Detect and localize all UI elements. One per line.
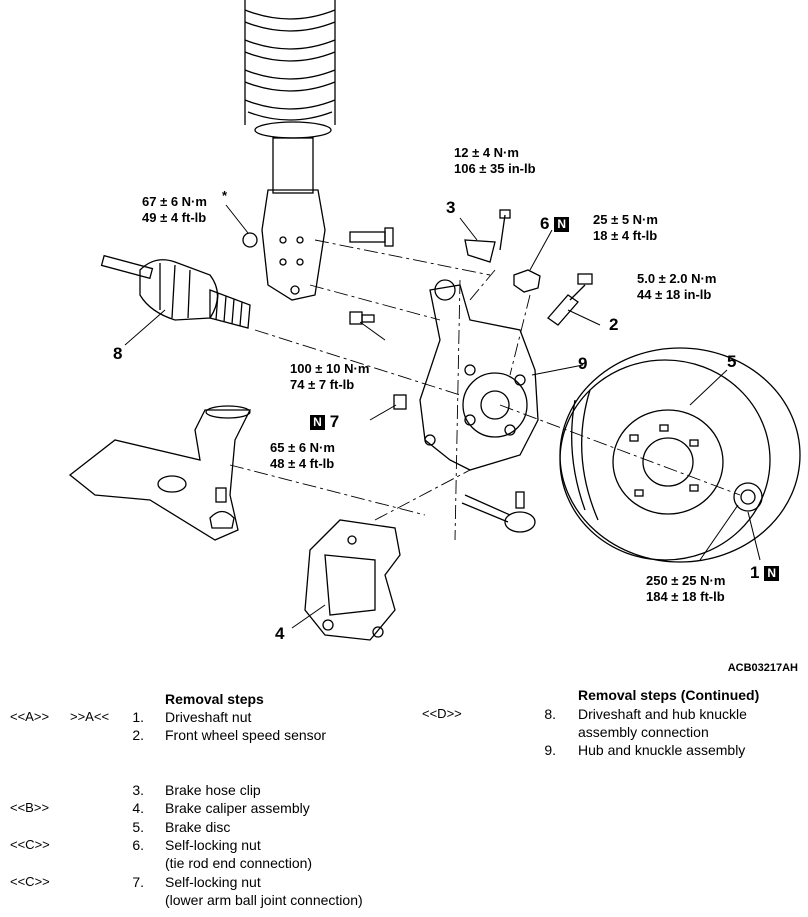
brake-disc [559, 347, 801, 563]
driveshaft-nut [733, 482, 763, 512]
callout-1: 1 N [750, 563, 780, 583]
service-tag: <<C>> [10, 874, 50, 889]
step-text: (tie rod end connection) [165, 855, 313, 871]
wheel-speed-sensor [547, 273, 593, 326]
n-mark-6: N [554, 217, 570, 233]
step-row: <<A>> >>A<< 1. Driveshaft nut [0, 708, 420, 726]
step-number: 8. [544, 706, 556, 722]
step-number: 6. [132, 837, 144, 853]
callout-5: 5 [727, 352, 737, 371]
step-row: <<D>> 8. Driveshaft and hub knuckle asse… [420, 705, 808, 741]
torque-label-clip-bolt-nm: 12 ± 4 N·m [454, 145, 519, 160]
step-number: 4. [132, 800, 144, 816]
step-number: 5. [132, 819, 144, 835]
step-text: Hub and knuckle assembly [578, 742, 746, 758]
step-number: 2. [132, 727, 144, 743]
step-text: Self-locking nut [165, 874, 261, 890]
torque-label-knuckle-nm: 100 ± 10 N·m [290, 361, 370, 376]
coil-spring [244, 0, 336, 139]
torque-label-driveshaft-ftlb: 184 ± 18 ft-lb [646, 589, 725, 604]
step-number: 9. [544, 742, 556, 758]
service-tag: >>A<< [70, 709, 110, 724]
service-tag: <<D>> [422, 706, 462, 721]
step-number: 3. [132, 782, 144, 798]
callout-9: 9 [578, 354, 588, 373]
service-tag: <<A>> [10, 709, 50, 724]
brake-caliper [304, 519, 401, 641]
removal-steps-continued-header: Removal steps (Continued) [578, 687, 760, 703]
service-tag: <<B>> [10, 800, 50, 815]
torque-label-balljoint-ftlb: 48 ± 4 ft-lb [270, 456, 335, 471]
torque-label-sensor-nm: 5.0 ± 2.0 N·m [637, 271, 717, 286]
torque-label-strut-nm: 67 ± 6 N·m [142, 194, 207, 209]
brake-hose-clip [464, 209, 511, 263]
step-text: Front wheel speed sensor [165, 727, 327, 743]
torque-label-knuckle-ftlb: 74 ± 7 ft-lb [290, 377, 355, 392]
step-row: <<C>> 7. Self-locking nut (lower arm bal… [0, 873, 420, 909]
n-mark-7: N [310, 415, 325, 431]
torque-label-clip-bolt-inlb: 106 ± 35 in-lb [454, 161, 536, 176]
tie-rod-end [461, 491, 536, 533]
step-text: Brake disc [165, 819, 231, 835]
step-row: 9. Hub and knuckle assembly [420, 741, 808, 759]
service-tag: <<C>> [10, 837, 50, 852]
strut-assembly [261, 137, 326, 301]
step-text: Brake caliper assembly [165, 800, 310, 816]
asterisk-mark: * [222, 188, 228, 203]
figure-code: ACB03217AH [727, 662, 798, 674]
torque-label-driveshaft-nm: 250 ± 25 N·m [646, 573, 726, 588]
n-mark-1: N [764, 566, 780, 582]
callout-2: 2 [609, 315, 619, 334]
driveshaft [100, 254, 251, 329]
callout-8: 8 [113, 344, 123, 363]
leader-lines [124, 204, 761, 629]
torque-label-tierod-ftlb: 18 ± 4 ft-lb [593, 228, 658, 243]
hub-knuckle [419, 279, 539, 471]
torque-label-sensor-inlb: 44 ± 18 in-lb [637, 287, 712, 302]
step-number: 1. [132, 709, 144, 725]
strut-bolts [242, 227, 394, 248]
callout-6: 6 N [540, 214, 570, 234]
step-text: Brake hose clip [165, 782, 261, 798]
step-text: assembly connection [578, 724, 709, 740]
step-row: 5. Brake disc [0, 818, 420, 836]
step-number: 7. [132, 874, 144, 890]
callout-7: N 7 [310, 412, 339, 432]
callout-4: 4 [275, 624, 285, 643]
lower-arm [68, 405, 252, 541]
torque-label-tierod-nm: 25 ± 5 N·m [593, 212, 658, 227]
step-row: <<C>> 6. Self-locking nut (tie rod end c… [0, 836, 420, 872]
torque-label-balljoint-nm: 65 ± 6 N·m [270, 440, 335, 455]
step-row: <<B>> 4. Brake caliper assembly [0, 799, 420, 817]
step-text: Driveshaft and hub knuckle [578, 706, 747, 722]
torque-label-strut-ftlb: 49 ± 4 ft-lb [142, 210, 207, 225]
exploded-assembly-diagram [68, 0, 801, 641]
step-text: Driveshaft nut [165, 709, 252, 725]
removal-steps-header: Removal steps [165, 691, 264, 707]
knuckle-bolt [349, 311, 375, 325]
self-locking-nut-ball-joint [393, 394, 407, 410]
callout-3: 3 [446, 198, 456, 217]
step-text: Self-locking nut [165, 837, 261, 853]
alignment-lines [229, 239, 741, 541]
step-row: 2. Front wheel speed sensor [0, 726, 420, 744]
step-text: (lower arm ball joint connection) [165, 892, 363, 908]
step-row: 3. Brake hose clip [0, 781, 420, 799]
self-locking-nut-tie-rod [513, 269, 541, 293]
